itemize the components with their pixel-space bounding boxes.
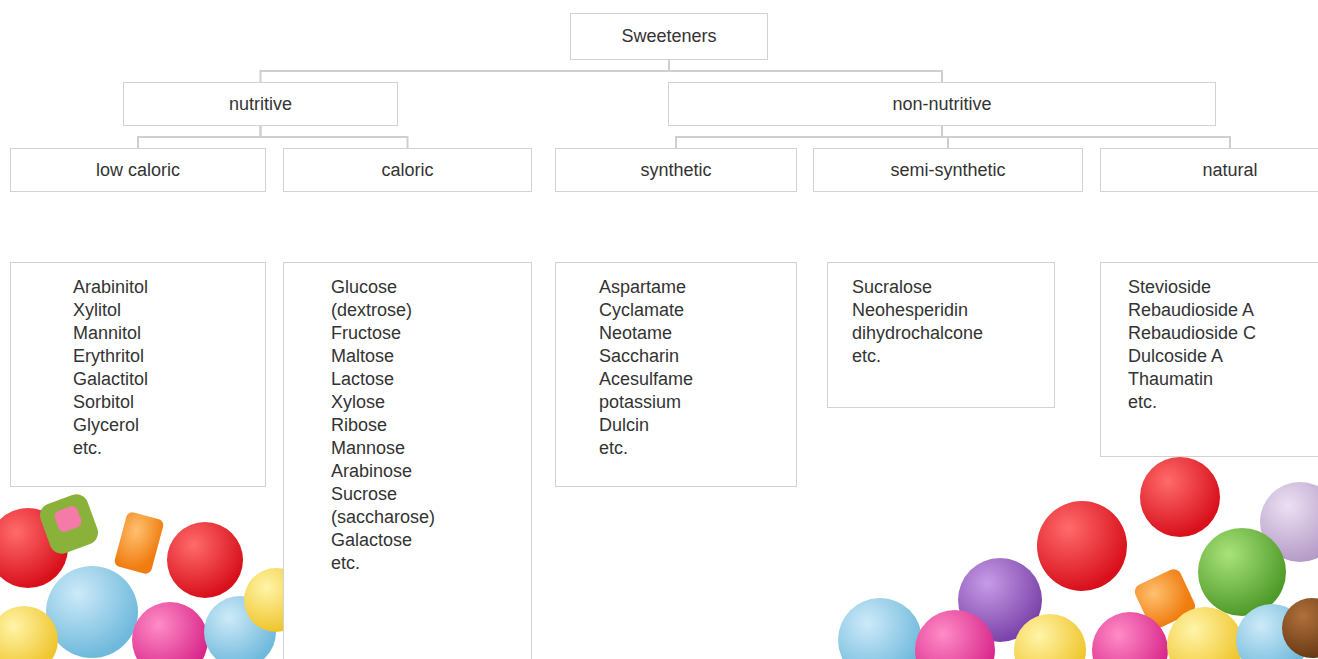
list-item: Acesulfame potassium [599, 368, 724, 414]
list-box: AspartameCyclamateNeotameSaccharinAcesul… [555, 262, 797, 487]
list-item: Cyclamate [599, 299, 724, 322]
list-item: Mannose [331, 437, 456, 460]
subcategory-box: semi-synthetic [813, 148, 1083, 192]
list-item: Xylitol [73, 299, 253, 322]
node-label: low caloric [96, 159, 180, 182]
tree-connector [261, 126, 408, 148]
list-item: Dulcin [599, 414, 724, 437]
list-item: Sucrose (saccharose) [331, 483, 456, 529]
list-item: Sorbitol [73, 391, 253, 414]
list-item: Maltose [331, 345, 456, 368]
list-item: Mannitol [73, 322, 253, 345]
list-item: Sucralose [852, 276, 1012, 299]
subcategory-box: low caloric [10, 148, 266, 192]
category-box: non-nutritive [668, 82, 1216, 126]
list-item: Aspartame [599, 276, 724, 299]
list-box: SteviosideRebaudioside ARebaudioside CDu… [1100, 262, 1318, 457]
list-item: Neohesperidin dihydrochalcone [852, 299, 1012, 345]
list-item: Glycerol [73, 414, 253, 437]
node-label: non-nutritive [892, 93, 991, 116]
list-item: Arabinose [331, 460, 456, 483]
tree-connector [676, 126, 942, 148]
list-item: Neotame [599, 322, 724, 345]
list-item: Stevioside [1128, 276, 1293, 299]
list-item: Glucose (dextrose) [331, 276, 456, 322]
list-item: Erythritol [73, 345, 253, 368]
subcategory-box: caloric [283, 148, 532, 192]
list-item: Fructose [331, 322, 456, 345]
list-item: etc. [73, 437, 253, 460]
tree-connector [669, 60, 942, 82]
list-item: Saccharin [599, 345, 724, 368]
list-box: ArabinitolXylitolMannitolErythritolGalac… [10, 262, 266, 487]
list-item: etc. [331, 552, 456, 575]
list-item: Lactose [331, 368, 456, 391]
node-label: Sweeteners [621, 25, 716, 48]
subcategory-box: synthetic [555, 148, 797, 192]
subcategory-box: natural [1100, 148, 1318, 192]
list-item: Galactitol [73, 368, 253, 391]
list-item: Rebaudioside A [1128, 299, 1293, 322]
list-item: Rebaudioside C [1128, 322, 1293, 345]
tree-connector [138, 126, 261, 148]
list-box: SucraloseNeohesperidin dihydrochalconeet… [827, 262, 1055, 408]
category-box: nutritive [123, 82, 398, 126]
root-box: Sweeteners [570, 13, 768, 60]
node-label: nutritive [229, 93, 292, 116]
node-label: natural [1202, 159, 1257, 182]
node-label: semi-synthetic [890, 159, 1005, 182]
list-box: Glucose (dextrose)FructoseMaltoseLactose… [283, 262, 532, 659]
list-item: Galactose [331, 529, 456, 552]
list-item: Ribose [331, 414, 456, 437]
tree-connector [261, 60, 670, 82]
list-item: Arabinitol [73, 276, 253, 299]
list-item: Xylose [331, 391, 456, 414]
node-label: synthetic [640, 159, 711, 182]
list-item: etc. [599, 437, 724, 460]
list-item: Thaumatin [1128, 368, 1293, 391]
node-label: caloric [381, 159, 433, 182]
list-item: etc. [852, 345, 1012, 368]
candies-right [838, 457, 1318, 659]
candies-left [0, 491, 308, 659]
tree-connector [942, 126, 1230, 148]
list-item: etc. [1128, 391, 1293, 414]
list-item: Dulcoside A [1128, 345, 1293, 368]
